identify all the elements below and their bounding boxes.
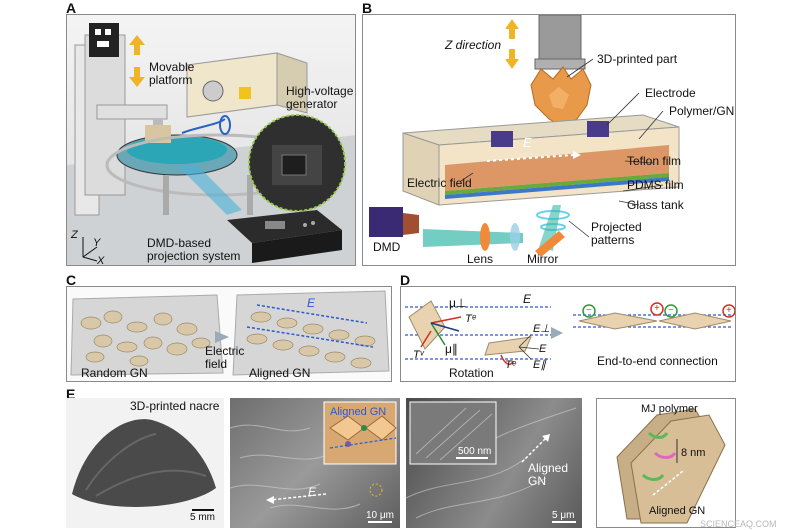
printer-setup-illustration [67, 23, 355, 265]
panel-c-gn-alignment: Random GN Electric field Aligned GN E [66, 286, 392, 382]
b-e-field-symbol: E [523, 135, 532, 150]
glass-tank-label: Glass tank [627, 198, 684, 212]
scale-500nm-label: 500 nm [458, 446, 492, 457]
mu-par-label: μ∥ [445, 342, 458, 356]
nacre-label: 3D-printed nacre [130, 399, 220, 413]
aligned-gn-inset-label: Aligned GN [330, 406, 387, 418]
aligned-gn-label: Aligned GN [249, 366, 311, 380]
axis-z-label: Z [71, 229, 78, 241]
random-gn-label: Random GN [81, 366, 148, 380]
mirror-label: Mirror [527, 252, 559, 266]
e-aligned-gn-label: Aligned GN [528, 461, 569, 488]
axis-x-label: X [97, 255, 105, 266]
plus-charge-2: + [726, 305, 732, 316]
panel-e-nacre-photo: 3D-printed nacre 5 mm [66, 398, 224, 528]
sem-crosssection-image [406, 401, 577, 523]
scale-10um-label: 10 μm [366, 510, 394, 521]
c-electric-field-label: Electric field [205, 344, 245, 371]
rotation-label: Rotation [449, 366, 494, 380]
e-par-label: E∥ [533, 359, 546, 371]
electrode-label: Electrode [645, 86, 696, 100]
minus-charge-1: − [586, 305, 592, 316]
panel-a-printer-setup: Movable platform High-voltage generator … [66, 14, 356, 266]
printed-part-label: 3D-printed part [597, 52, 678, 66]
dmd-system-label: DMD-based projection system [147, 236, 241, 263]
eight-nm-label: 8 nm [681, 447, 706, 459]
nacre-shell-image [72, 419, 216, 511]
c-e-symbol: E [307, 296, 316, 310]
t-e-rotation-label: Tᵉ [505, 359, 516, 371]
scale-5mm-label: 5 mm [190, 512, 215, 523]
lens-label: Lens [467, 252, 494, 266]
t-v-label: Tᵛ [413, 349, 424, 361]
e-sem-e-symbol: E [308, 485, 317, 499]
e-perp-label: E⊥ [533, 323, 550, 335]
end-to-end-label: End-to-end connection [597, 354, 718, 368]
sem-surface-image [230, 401, 397, 523]
watermark: SCIENCEAQ.COM [700, 519, 777, 529]
panel-label-a: A [66, 0, 77, 16]
layered-model-illustration [616, 408, 726, 524]
panel-d-rotation-mechanism: E μ⊥ μ∥ Tᵉ Tᵛ Tᵉ E⊥ E E∥ Rotation End-to… [400, 286, 736, 382]
projected-patterns-label: Projected patterns [591, 220, 642, 247]
panel-b-vat-schematic: Z direction 3D-printed part Electrode Po… [362, 14, 736, 266]
e-field-vector-label: E [539, 343, 547, 355]
t-e-label: Tᵉ [465, 313, 476, 325]
gn-alignment-illustration [70, 290, 390, 376]
plus-charge-1: + [654, 303, 660, 314]
panel-e-sem-surface: Aligned GN E 10 μm [230, 398, 400, 528]
panel-e-sem-crosssection: 500 nm Aligned GN 5 μm [406, 398, 582, 528]
mj-polymer-label: MJ polymer [641, 403, 698, 415]
polymer-gn-label: Polymer/GN [669, 104, 735, 118]
movable-platform-label: Movable platform [149, 60, 195, 87]
d-e-symbol: E [523, 292, 532, 306]
panel-e-model: MJ polymer 8 nm Aligned GN [596, 398, 736, 528]
hv-generator-label: High-voltage generator [286, 84, 354, 111]
minus-charge-2: − [668, 305, 674, 316]
z-direction-label: Z direction [445, 38, 502, 52]
pdms-film-label: PDMS film [627, 178, 684, 192]
scale-5um-label: 5 μm [552, 510, 575, 521]
axis-y-label: Y [93, 237, 101, 249]
vat-schematic-illustration [369, 15, 680, 257]
panel-label-b: B [362, 0, 373, 16]
panel-label-e: E [66, 386, 76, 402]
aligned-gn-model-label: Aligned GN [649, 505, 706, 517]
mu-perp-label: μ⊥ [449, 296, 467, 310]
panel-label-c: C [66, 272, 77, 288]
electric-field-label: Electric field [407, 176, 472, 190]
rotation-mechanism-illustration [405, 300, 735, 366]
teflon-film-label: Teflon film [627, 154, 682, 168]
panel-label-d: D [400, 272, 411, 288]
dmd-label: DMD [373, 240, 401, 254]
